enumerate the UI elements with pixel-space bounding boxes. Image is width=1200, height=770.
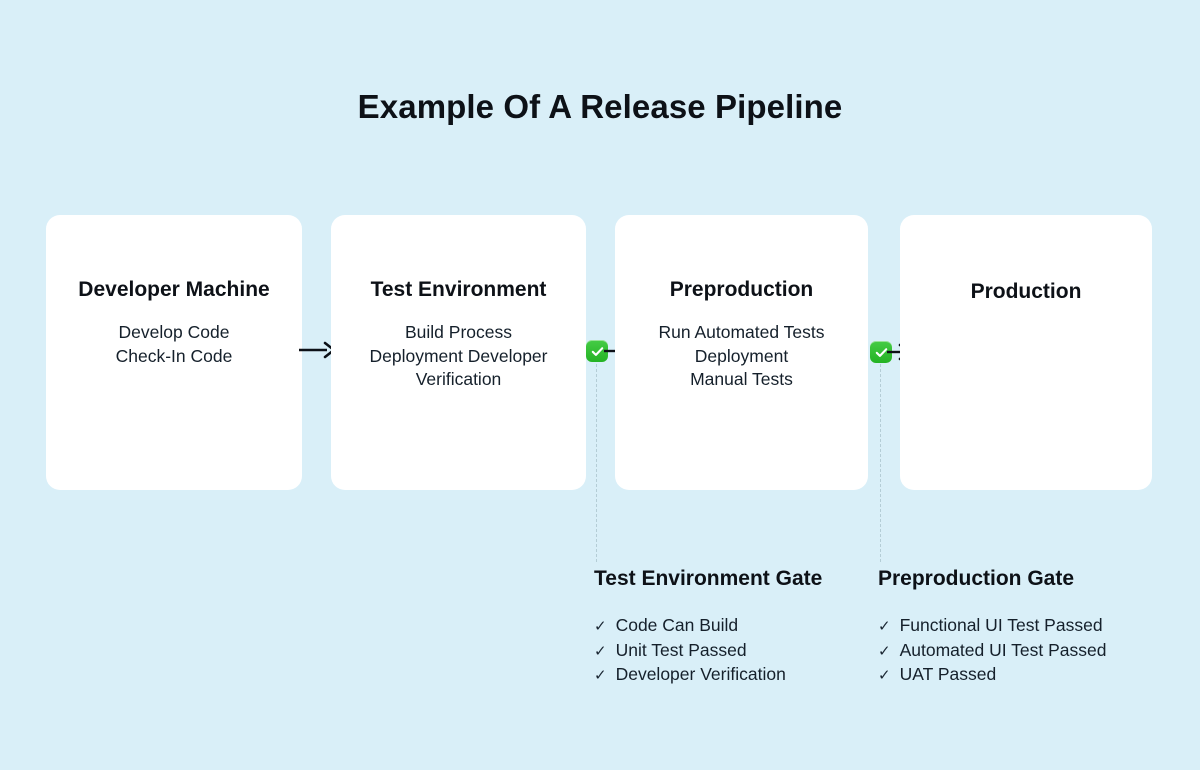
gate-criterion: ✓ Developer Verification (594, 663, 864, 688)
stage-card-preproduction[interactable]: Preproduction Run Automated Tests Deploy… (615, 215, 868, 490)
gate-title: Test Environment Gate (594, 567, 823, 590)
stage-card-production[interactable]: Production (900, 215, 1152, 490)
check-icon: ✓ (878, 618, 891, 635)
gate-criterion: ✓ Unit Test Passed (594, 639, 864, 664)
check-icon: ✓ (594, 642, 607, 660)
dashed-connector-test-environment-gate (596, 364, 597, 562)
arrow-right-icon (299, 341, 335, 359)
stage-card-activities: Build Process Deployment Developer Verif… (331, 321, 586, 392)
green-check-badge-icon-test-environment-gate[interactable] (586, 340, 608, 362)
check-icon: ✓ (594, 618, 607, 635)
stage-activity: Deployment Developer (369, 345, 548, 366)
stage-card-title: Production (970, 280, 1082, 303)
gate-criterion-label: Developer Verification (615, 664, 786, 684)
stage-activity: Build Process (405, 322, 512, 342)
gate-criterion: ✓ Automated UI Test Passed (878, 639, 1158, 664)
gate-details-preproduction: Preproduction Gate ✓ Functional UI Test … (878, 566, 1158, 688)
gate-criterion-label: Functional UI Test Passed (899, 615, 1103, 635)
gate-criterion-label: Unit Test Passed (615, 639, 747, 660)
stage-activity: Verification (415, 369, 502, 389)
gate-criterion: ✓ UAT Passed (878, 663, 1158, 688)
stage-activity: Manual Tests (690, 369, 793, 389)
dashed-connector-preproduction-gate (880, 364, 881, 562)
page-title: Example Of A Release Pipeline (357, 88, 843, 125)
gate-criterion-label: Automated UI Test Passed (899, 639, 1107, 660)
gate-criterion-label: Code Can Build (615, 615, 739, 635)
stage-card-developer-machine[interactable]: Developer Machine Develop Code Check-In … (46, 215, 302, 490)
green-check-badge-icon-preproduction-gate[interactable] (870, 341, 892, 363)
stage-activity: Deployment (694, 345, 789, 366)
stage-activity: Check-In Code (115, 345, 233, 366)
gate-criteria-list: ✓ Functional UI Test Passed ✓ Automated … (878, 614, 1158, 688)
gate-title: Preproduction Gate (878, 567, 1075, 590)
check-icon: ✓ (878, 642, 891, 660)
check-icon (591, 346, 603, 356)
stage-card-activities: Develop Code Check-In Code (46, 321, 302, 368)
check-icon: ✓ (878, 667, 891, 684)
stage-card-title: Developer Machine (78, 278, 270, 301)
stage-card-title: Preproduction (669, 278, 814, 301)
stage-card-test-environment[interactable]: Test Environment Build Process Deploymen… (331, 215, 586, 490)
gate-criterion-label: UAT Passed (899, 664, 997, 684)
gate-details-test-environment: Test Environment Gate ✓ Code Can Build ✓… (594, 566, 864, 688)
check-icon (875, 347, 887, 357)
gate-criterion: ✓ Code Can Build (594, 614, 864, 639)
stage-card-activities: Run Automated Tests Deployment Manual Te… (615, 321, 868, 392)
stage-card-title: Test Environment (370, 278, 547, 301)
stage-activity: Develop Code (118, 322, 230, 342)
check-icon: ✓ (594, 667, 607, 684)
gate-criteria-list: ✓ Code Can Build ✓ Unit Test Passed ✓ De… (594, 614, 864, 688)
gate-criterion: ✓ Functional UI Test Passed (878, 614, 1158, 639)
stage-activity: Run Automated Tests (658, 322, 825, 342)
